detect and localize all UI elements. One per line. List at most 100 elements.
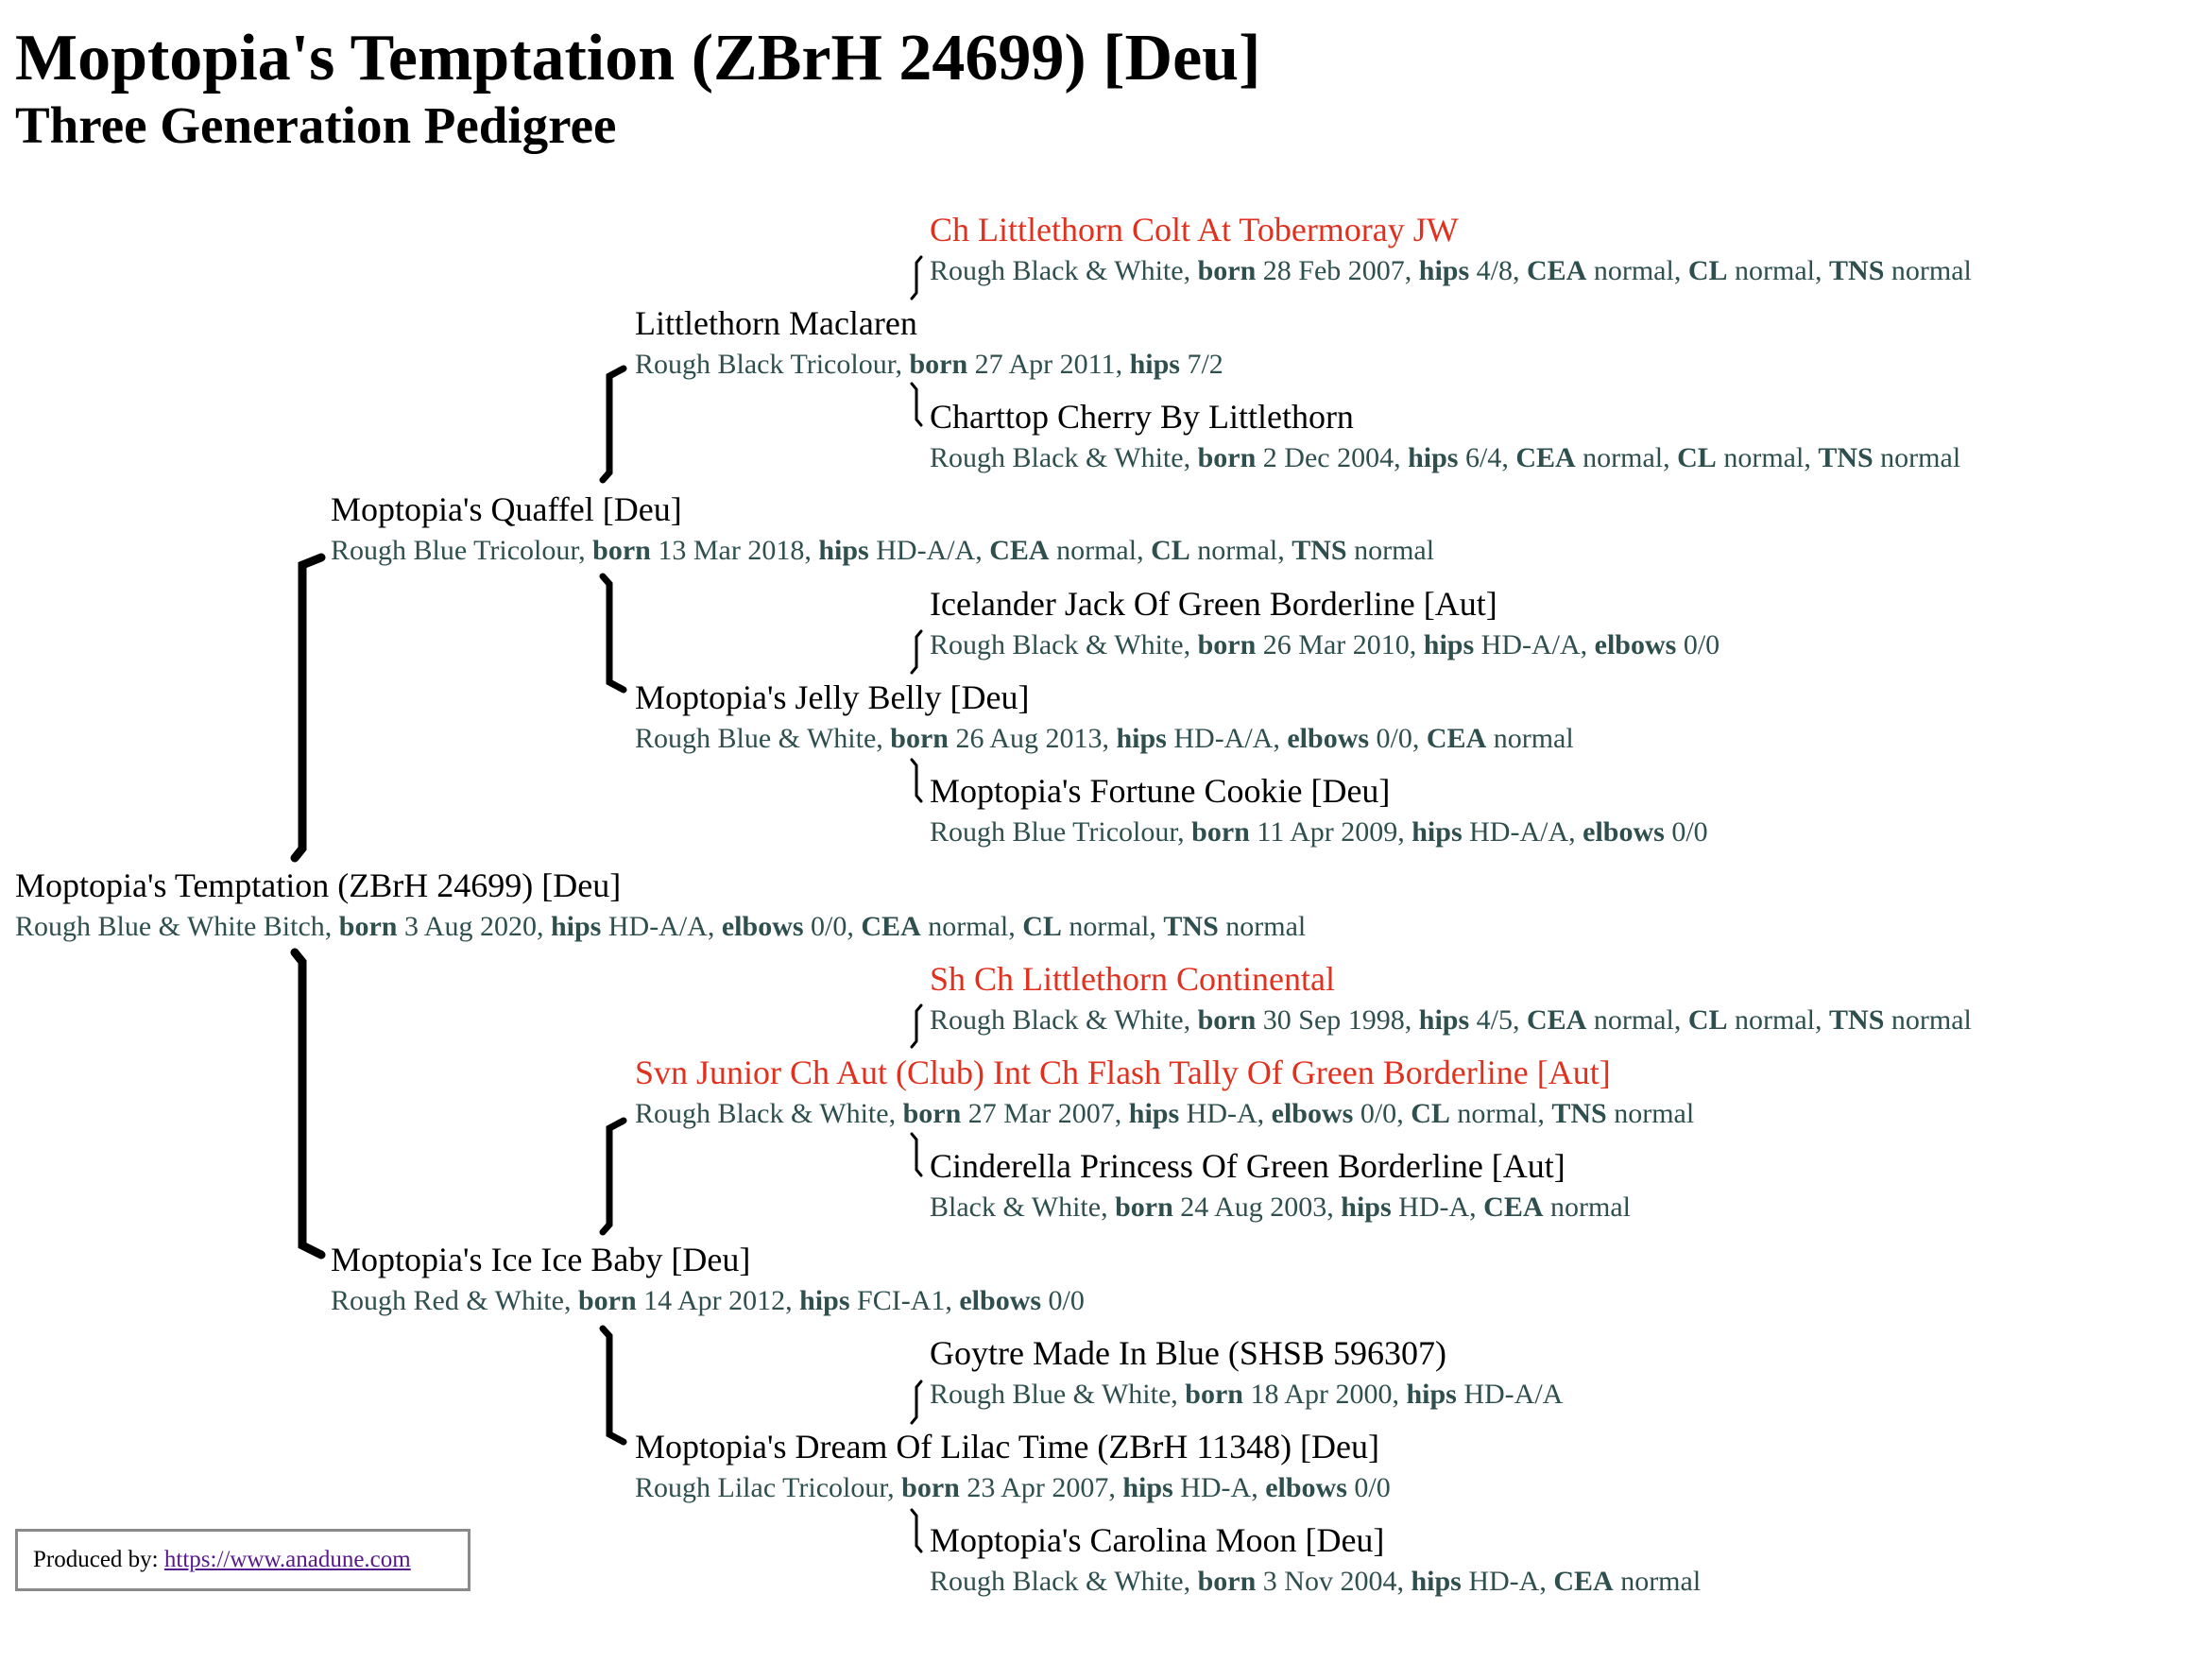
dog-details: Rough Blue Tricolour, born 11 Apr 2009, … [930, 816, 1708, 848]
dog-details: Rough Blue & White Bitch, born 3 Aug 202… [15, 911, 1307, 942]
connector-sd-bracket [599, 573, 627, 694]
field-value: 6/4 [1464, 442, 1502, 473]
field-label: hips [1122, 1472, 1173, 1503]
field-label: CEA [1426, 723, 1487, 754]
dsd-entry: Cinderella Princess Of Green Borderline … [930, 1145, 1631, 1228]
field-value: normal [1614, 1098, 1695, 1129]
connector-sdd-bracket [910, 758, 923, 803]
field-value: HD-A [1186, 1098, 1257, 1129]
field-label: elbows [1287, 723, 1370, 754]
field-label: TNS [1292, 535, 1347, 566]
dog-name: Icelander Jack Of Green Borderline [Aut] [930, 585, 1497, 623]
dog-description: Rough Blue Tricolour [930, 816, 1178, 848]
dog-name: Ch Littlethorn Colt At Tobermoray JW [930, 211, 1459, 249]
dog-description: Rough Black & White [930, 255, 1184, 286]
dog-name: Moptopia's Jelly Belly [Deu] [635, 678, 1030, 716]
connector-sss-bracket [910, 255, 923, 300]
field-value: 24 Aug 2003 [1180, 1191, 1327, 1223]
subject-entry: Moptopia's Temptation (ZBrH 24699) [Deu]… [15, 865, 1306, 948]
field-label: hips [1341, 1191, 1392, 1223]
field-label: elbows [1265, 1472, 1347, 1503]
produced-by-box: Produced by: https://www.anadune.com [15, 1529, 470, 1591]
dam-sire-entry: Svn Junior Ch Aut (Club) Int Ch Flash Ta… [635, 1052, 1694, 1135]
field-label: born [1197, 1566, 1257, 1597]
dog-name: Littlethorn Maclaren [635, 304, 917, 342]
field-value: normal [1550, 1191, 1631, 1223]
dog-name: Moptopia's Temptation (ZBrH 24699) [Deu] [15, 866, 622, 904]
field-value: 0/0 [1360, 1098, 1397, 1129]
field-label: CL [1687, 255, 1728, 286]
field-label: hips [1411, 816, 1463, 848]
field-label: hips [1418, 255, 1470, 286]
dog-details: Rough Black & White, born 26 Mar 2010, h… [930, 629, 1720, 660]
page-subtitle: Three Generation Pedigree [15, 96, 617, 154]
field-value: 3 Aug 2020 [403, 911, 537, 942]
field-label: elbows [959, 1285, 1042, 1316]
field-label: born [902, 1098, 962, 1129]
field-label: hips [1406, 1379, 1457, 1410]
field-label: elbows [721, 911, 804, 942]
dog-name: Moptopia's Dream Of Lilac Time (ZBrH 113… [635, 1428, 1380, 1466]
dog-name: Goytre Made In Blue (SHSB 596307) [930, 1334, 1446, 1372]
dds-entry: Goytre Made In Blue (SHSB 596307) Rough … [930, 1332, 1563, 1415]
field-label: born [1197, 1004, 1257, 1036]
anadune-link[interactable]: https://www.anadune.com [163, 1547, 411, 1572]
field-value: 0/0 [1376, 723, 1412, 754]
dog-name: Cinderella Princess Of Green Borderline … [930, 1147, 1565, 1185]
field-label: hips [1418, 1004, 1470, 1036]
field-label: CL [1677, 442, 1717, 473]
dog-description: Rough Red & White [331, 1285, 564, 1316]
connector-dsd-bracket [910, 1132, 923, 1177]
connector-sds-bracket [910, 629, 923, 675]
field-label: elbows [1271, 1098, 1354, 1129]
dog-details: Rough Blue & White, born 26 Aug 2013, hi… [635, 723, 1574, 754]
field-label: hips [1116, 723, 1167, 754]
field-value: 13 Mar 2018 [658, 535, 805, 566]
connector-ddd-bracket [910, 1508, 923, 1553]
sdd-entry: Moptopia's Fortune Cookie [Deu] Rough Bl… [930, 770, 1708, 853]
sire-entry: Moptopia's Quaffel [Deu] Rough Blue Tric… [331, 489, 1434, 572]
field-value: normal [1457, 1098, 1538, 1129]
field-label: CL [1411, 1098, 1450, 1129]
dog-name: Sh Ch Littlethorn Continental [930, 960, 1335, 998]
ssd-entry: Charttop Cherry By Littlethorn Rough Bla… [930, 396, 1960, 479]
dam-entry: Moptopia's Ice Ice Baby [Deu] Rough Red … [331, 1239, 1085, 1322]
field-label: elbows [1583, 816, 1665, 848]
field-label: hips [1423, 629, 1475, 660]
field-value: normal [1225, 911, 1307, 942]
field-value: HD-A/A [607, 911, 708, 942]
field-value: normal [928, 911, 1009, 942]
dog-details: Rough Red & White, born 14 Apr 2012, hip… [331, 1285, 1085, 1316]
field-value: 4/5 [1476, 1004, 1514, 1036]
field-label: born [890, 723, 949, 754]
field-label: TNS [1829, 255, 1885, 286]
dog-description: Rough Black & White [930, 1004, 1184, 1036]
field-value: 0/0 [811, 911, 847, 942]
dog-name: Svn Junior Ch Aut (Club) Int Ch Flash Ta… [635, 1054, 1611, 1091]
connector-dd-bracket [599, 1325, 627, 1446]
dog-name: Moptopia's Quaffel [Deu] [331, 490, 682, 528]
connector-dam-bracket [290, 948, 326, 1260]
field-label: born [1197, 629, 1257, 660]
field-label: CEA [1515, 442, 1576, 473]
field-label: hips [1128, 1098, 1180, 1129]
dog-description: Rough Blue & White [635, 723, 877, 754]
dog-details: Rough Blue & White, born 18 Apr 2000, hi… [930, 1379, 1564, 1410]
field-value: 30 Sep 1998 [1262, 1004, 1405, 1036]
dog-description: Black & White [930, 1191, 1102, 1223]
sire-sire-entry: Littlethorn Maclaren Rough Black Tricolo… [635, 302, 1223, 386]
dog-description: Rough Blue Tricolour [331, 535, 579, 566]
sds-entry: Icelander Jack Of Green Borderline [Aut]… [930, 583, 1719, 666]
field-label: born [901, 1472, 960, 1503]
dam-dam-entry: Moptopia's Dream Of Lilac Time (ZBrH 113… [635, 1426, 1391, 1509]
field-value: normal [1583, 442, 1664, 473]
field-value: 11 Apr 2009 [1257, 816, 1398, 848]
field-value: normal [1354, 535, 1435, 566]
dog-details: Rough Lilac Tricolour, born 23 Apr 2007,… [635, 1472, 1391, 1503]
field-label: CL [1022, 911, 1062, 942]
sire-dam-entry: Moptopia's Jelly Belly [Deu] Rough Blue … [635, 677, 1574, 760]
field-value: 0/0 [1683, 629, 1720, 660]
field-value: 26 Aug 2013 [955, 723, 1103, 754]
field-value: 26 Mar 2010 [1262, 629, 1410, 660]
